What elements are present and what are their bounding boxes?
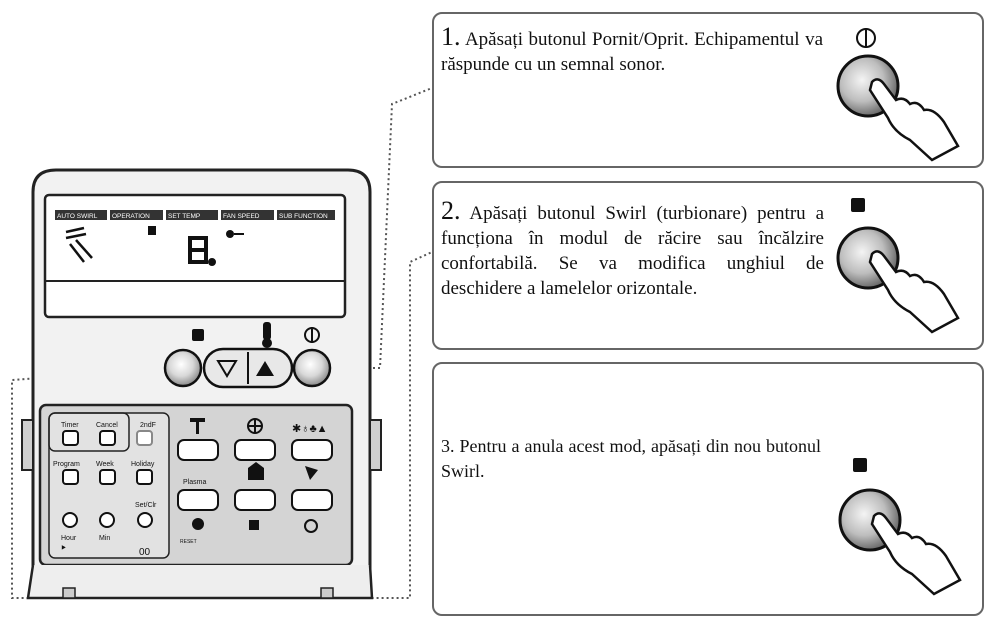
lcd-label-fan-speed: FAN SPEED — [223, 213, 260, 220]
step-1-number: 1. — [441, 22, 461, 51]
step-3-box — [432, 362, 984, 616]
step-1-body: Apăsați butonul Pornit/Oprit. Echipament… — [441, 29, 823, 75]
swirl-button[interactable] — [163, 348, 203, 388]
svg-text:‣: ‣ — [60, 541, 67, 555]
reset-label: RESET — [180, 539, 197, 545]
lcd-swirl-indicator-icon — [65, 226, 93, 263]
set-clr-button[interactable] — [137, 512, 153, 528]
holiday-button[interactable] — [136, 469, 153, 485]
temp-icon — [262, 322, 272, 348]
second-f-button[interactable] — [136, 430, 153, 446]
step-1-illustration — [836, 28, 960, 162]
lcd-label-operation: OPERATION — [112, 213, 150, 220]
home-button[interactable] — [234, 489, 276, 511]
svg-text:00: 00 — [139, 547, 151, 558]
lcd-digit-icon — [188, 236, 216, 266]
timer-label: Timer — [61, 422, 79, 429]
lcd-fan-dot — [226, 230, 234, 238]
program-button[interactable] — [62, 469, 79, 485]
min-label: Min — [99, 535, 110, 542]
lcd-screen — [43, 193, 347, 319]
step-2-number: 2. — [441, 198, 461, 225]
week-button[interactable] — [99, 469, 116, 485]
svg-text:✱♁♣▲: ✱♁♣▲ — [292, 423, 328, 435]
holiday-label: Holiday — [131, 461, 155, 468]
step-2-text: 2. Apăsați butonul Swirl (turbionare) pe… — [441, 198, 824, 348]
step-1-hand-icon — [868, 78, 960, 162]
step-1-power-icon — [856, 28, 876, 48]
lcd-label-sub-function: SUB FUNCTION — [279, 213, 328, 220]
temp-up-icon[interactable] — [256, 361, 274, 376]
step-1-text: 1. Apăsați butonul Pornit/Oprit. Echipam… — [441, 24, 823, 77]
step-3-body: Pentru a anula acest mod, apăsați din no… — [441, 436, 822, 481]
hour-label: Hour — [61, 535, 77, 542]
plasma-button[interactable] — [177, 489, 219, 511]
power-icon — [304, 327, 320, 343]
step-3-number: 3. — [441, 436, 455, 456]
step-3-illustration — [838, 458, 962, 596]
set-clr-label: Set/Clr — [135, 502, 157, 509]
mode-a-button[interactable] — [234, 439, 276, 461]
week-label: Week — [96, 461, 114, 468]
step-3-swirl-icon — [853, 458, 867, 472]
temp-down-icon[interactable] — [216, 360, 238, 378]
fan-speed-button[interactable] — [177, 439, 219, 461]
lcd-mode-indicator — [148, 226, 156, 235]
step-2-hand-icon — [868, 250, 960, 334]
plasma-label: Plasma — [183, 479, 206, 486]
step-3-text: 3. Pentru a anula acest mod, apăsați din… — [441, 434, 821, 484]
lcd-label-set-temp: SET TEMP — [168, 213, 200, 220]
timer-button[interactable] — [62, 430, 79, 446]
cancel-label: Cancel — [96, 422, 118, 429]
remote-control: AUTO SWIRL OPERATION SET TEMP FAN SPEED … — [21, 168, 382, 600]
step-2-body: Apăsați butonul Swirl (turbionare) pentr… — [441, 203, 824, 299]
lcd-label-auto-swirl: AUTO SWIRL — [57, 213, 98, 220]
step-2-swirl-icon — [851, 198, 865, 212]
hour-button[interactable] — [62, 512, 78, 528]
second-f-label: 2ndF — [140, 422, 156, 429]
lcd-label-row: AUTO SWIRL OPERATION SET TEMP FAN SPEED … — [55, 210, 335, 220]
mode-b-button[interactable] — [291, 439, 333, 461]
step-3-hand-icon — [870, 512, 962, 596]
keypad-icons: ✱♁♣▲ ‣ 00 — [60, 418, 328, 558]
min-button[interactable] — [99, 512, 115, 528]
step-2-illustration — [836, 198, 960, 334]
swirl-button-icon — [192, 329, 204, 341]
power-button[interactable] — [292, 348, 332, 388]
program-label: Program — [53, 461, 80, 468]
cancel-button[interactable] — [99, 430, 116, 446]
louver-button[interactable] — [291, 489, 333, 511]
